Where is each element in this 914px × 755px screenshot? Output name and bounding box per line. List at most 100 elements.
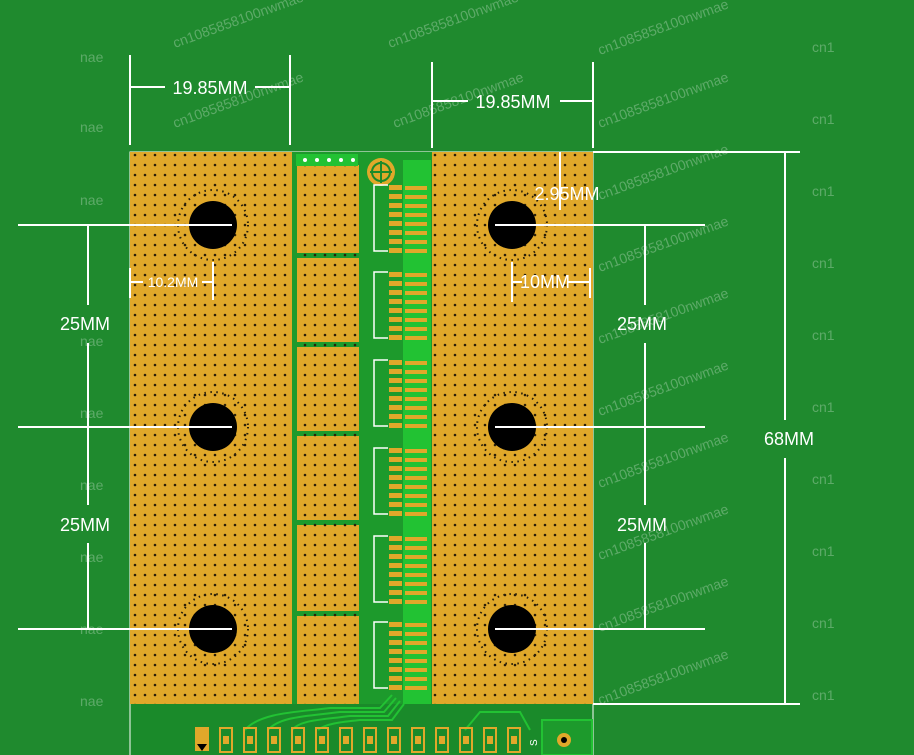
ic-pad [389, 622, 402, 627]
trace-pad [405, 195, 427, 199]
trace-pad [405, 485, 427, 489]
watermark: cn1085858100nwmae [596, 141, 731, 203]
trace-pad [405, 282, 427, 286]
ic-pad [389, 317, 402, 322]
trace-pad [405, 494, 427, 498]
trace-pad [405, 204, 427, 208]
trace-pad [405, 564, 427, 568]
ic-pad [389, 185, 402, 190]
trace-pad [405, 336, 427, 340]
ic-pad [389, 203, 402, 208]
trace-pad [405, 659, 427, 663]
dim-right-spacing-lower: 25MM [617, 515, 667, 535]
watermark: cn1 [812, 543, 835, 559]
watermark: cn1085858100nwmae [596, 69, 731, 131]
ic-pad [389, 387, 402, 392]
watermark: cn1 [812, 39, 835, 55]
trace-pad [405, 249, 427, 253]
dimension-lines [18, 55, 800, 705]
dim-right-hole-offset: 10MM [520, 272, 570, 292]
dim-total-height: 68MM [764, 429, 814, 449]
trace-pad [405, 406, 427, 410]
ic-pad [389, 676, 402, 681]
trace-pad [405, 600, 427, 604]
ic-pad [389, 536, 402, 541]
ic-pad [389, 502, 402, 507]
trace-pad [405, 573, 427, 577]
trace-pad [405, 623, 427, 627]
trace-pad [405, 231, 427, 235]
smd-pad [439, 736, 445, 744]
trace-pad [405, 458, 427, 462]
trace-pad [405, 641, 427, 645]
ic-pad [389, 667, 402, 672]
ic-outline [373, 447, 388, 515]
ic-pad [389, 572, 402, 577]
ic-outline [373, 184, 388, 252]
trace-pad [405, 186, 427, 190]
trace-pad [405, 273, 427, 277]
watermark: cn1085858100nwmae [596, 573, 731, 635]
smd-component [243, 727, 257, 753]
smd-component [315, 727, 329, 753]
trace-pad [405, 677, 427, 681]
test-connector [541, 719, 593, 755]
trace-pad [405, 512, 427, 516]
smd-pad [343, 736, 349, 744]
trace-pad [405, 582, 427, 586]
trace-pad [405, 415, 427, 419]
trace-pad [405, 222, 427, 226]
trace-pad [405, 555, 427, 559]
watermark: cn1085858100nwmae [386, 0, 521, 51]
smd-pad [223, 736, 229, 744]
ic-pad [389, 378, 402, 383]
smd-component [219, 727, 233, 753]
ic-pad [389, 221, 402, 226]
ic-pad [389, 290, 402, 295]
ic-pad [389, 511, 402, 516]
trace-pad [405, 632, 427, 636]
ic-pad [389, 405, 402, 410]
trace-pad [405, 467, 427, 471]
dim-left-hole-offset: 10.2MM [148, 274, 199, 290]
trace-pad [405, 424, 427, 428]
ic-pad [389, 360, 402, 365]
ic-pad [389, 212, 402, 217]
smd-component [411, 727, 425, 753]
ic-pad [389, 649, 402, 654]
watermark: nae [80, 477, 104, 493]
smd-pad [247, 736, 253, 744]
smd-pad [415, 736, 421, 744]
ic-pad [389, 414, 402, 419]
dim-left-pad-width: 19.85MM [172, 78, 247, 98]
watermark: cn1 [812, 111, 835, 127]
ic-pad [389, 308, 402, 313]
smd-pad [271, 736, 277, 744]
watermark: cn1085858100nwmae [596, 213, 731, 275]
trace-pad [405, 213, 427, 217]
watermark: nae [80, 192, 104, 208]
smd-component-row [219, 727, 521, 753]
trace-pad [405, 370, 427, 374]
watermark: cn1085858100nwmae [596, 646, 731, 708]
watermark: nae [80, 333, 104, 349]
bottom-left-marker [195, 727, 209, 751]
dim-left-spacing-lower: 25MM [60, 515, 110, 535]
watermark: cn1 [812, 615, 835, 631]
dim-left-spacing-upper: 25MM [60, 314, 110, 334]
ic-outline [373, 271, 388, 339]
ic-pad [389, 493, 402, 498]
ic-pad [389, 640, 402, 645]
watermark: cn1085858100nwmae [171, 0, 306, 51]
trace-pad [405, 476, 427, 480]
trace-pad [405, 668, 427, 672]
trace-pad [405, 327, 427, 331]
ic-pad [389, 590, 402, 595]
ic-pad [389, 239, 402, 244]
trace-pad [405, 537, 427, 541]
watermark: cn1 [812, 687, 835, 703]
trace-pad [405, 503, 427, 507]
trace-pad [405, 291, 427, 295]
ic-pad [389, 599, 402, 604]
